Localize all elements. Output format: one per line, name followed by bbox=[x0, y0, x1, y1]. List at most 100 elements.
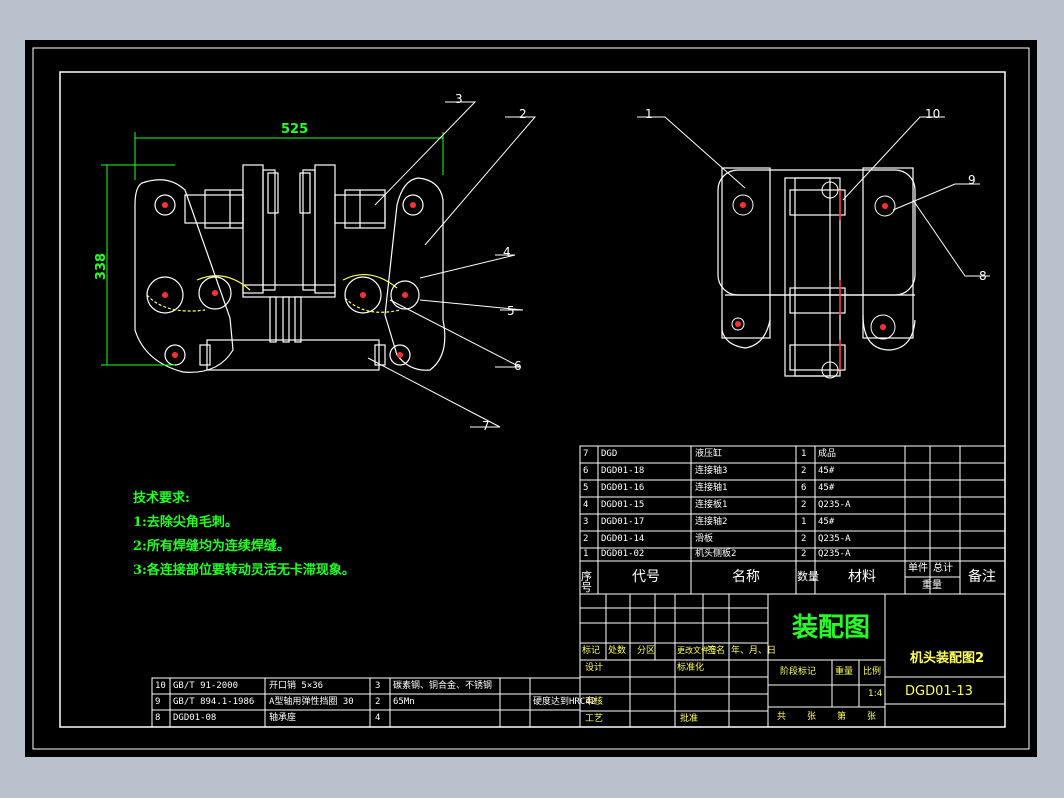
bom-qty: 2 bbox=[801, 466, 807, 476]
bom-qty: 2 bbox=[801, 500, 807, 510]
bom-no: 1 bbox=[583, 549, 589, 559]
label-sheet-unit-2: 张 bbox=[867, 712, 877, 722]
bom-name: 连接轴1 bbox=[695, 483, 728, 493]
rev-label-date: 年、月、日 bbox=[731, 646, 777, 656]
balloon-1: 1 bbox=[645, 107, 653, 121]
lower-bom-code: GB/T 91-2000 bbox=[173, 681, 239, 691]
lower-bom-no: 10 bbox=[155, 681, 166, 691]
rev-label-count: 处数 bbox=[608, 646, 627, 656]
right-view bbox=[717, 167, 916, 377]
bom-material: 45# bbox=[818, 483, 835, 493]
bom-header-qty: 数量 bbox=[797, 570, 819, 583]
lower-bom-code: DGD01-08 bbox=[173, 713, 217, 723]
bom-name: 机头侧板2 bbox=[695, 549, 737, 559]
bom-no: 7 bbox=[583, 449, 589, 459]
lower-bom-code: GB/T 894.1-1986 bbox=[173, 697, 255, 707]
bom-material: Q235-A bbox=[818, 549, 851, 559]
label-approve: 批准 bbox=[680, 714, 699, 724]
bom-no: 4 bbox=[583, 500, 589, 510]
dimension-height: 338 bbox=[94, 252, 110, 281]
balloon-3: 3 bbox=[455, 92, 463, 106]
bom-no: 2 bbox=[583, 534, 589, 544]
bom-header-material: 材料 bbox=[848, 569, 876, 585]
pin-centers-right bbox=[735, 202, 888, 330]
lower-bom-name: 轴承座 bbox=[269, 713, 297, 723]
bom-material: 45# bbox=[818, 517, 835, 527]
bom-qty: 6 bbox=[801, 483, 807, 493]
label-review: 审核 bbox=[585, 697, 604, 707]
bom-header-name: 名称 bbox=[732, 569, 760, 585]
cad-drawing bbox=[32, 47, 1030, 750]
bom-name: 连接板1 bbox=[695, 500, 728, 510]
bom-header-no: 序号 bbox=[581, 570, 592, 594]
label-sheet-unit-1: 张 bbox=[807, 712, 817, 722]
lower-bom-name: A型轴用弹性挡圈 30 bbox=[269, 697, 354, 707]
rev-label-sign: 签名 bbox=[707, 646, 726, 656]
rev-label-zone: 分区 bbox=[637, 646, 656, 656]
balloon-10: 10 bbox=[925, 107, 941, 121]
tech-requirement-1: 1:去除尖角毛刺。 bbox=[133, 515, 238, 530]
bom-qty: 1 bbox=[801, 449, 807, 459]
label-sheet-total: 共 bbox=[777, 712, 787, 722]
tech-requirement-3: 3:各连接部位要转动灵活无卡滞现象。 bbox=[133, 563, 355, 578]
label-design: 设计 bbox=[585, 663, 604, 673]
lower-bom-grid bbox=[151, 677, 581, 728]
balloon-6: 6 bbox=[514, 359, 522, 373]
balloon-4: 4 bbox=[503, 245, 511, 259]
drawing-code: DGD01-13 bbox=[905, 684, 973, 699]
bom-code: DGD01-14 bbox=[601, 534, 645, 544]
leader-lines-right bbox=[637, 116, 990, 277]
balloon-8: 8 bbox=[979, 269, 987, 283]
drawing-sheet: 525 338 3 2 4 5 6 7 1 10 9 8 技术要求: 1:去除尖… bbox=[25, 40, 1037, 757]
bom-qty: 1 bbox=[801, 517, 807, 527]
bom-code: DGD01-18 bbox=[601, 466, 645, 476]
bom-material: 45# bbox=[818, 466, 835, 476]
label-standard: 标准化 bbox=[677, 663, 705, 673]
lower-bom-no: 8 bbox=[155, 713, 161, 723]
bom-code: DGD01-02 bbox=[601, 549, 645, 559]
bom-no: 5 bbox=[583, 483, 589, 493]
rev-label-mark: 标记 bbox=[582, 646, 601, 656]
bom-code: DGD01-17 bbox=[601, 517, 645, 527]
label-ratio: 比例 bbox=[863, 667, 882, 677]
bom-code: DGD01-16 bbox=[601, 483, 645, 493]
label-stage: 阶段标记 bbox=[780, 667, 817, 677]
bom-material: Q235-A bbox=[818, 534, 851, 544]
lower-bom-qty: 2 bbox=[375, 697, 381, 707]
right-view-holes bbox=[731, 181, 896, 379]
bom-header-total: 总计 bbox=[933, 563, 953, 574]
dimension-width: 525 bbox=[281, 122, 309, 137]
rev-label-file: 更改文件号 bbox=[677, 646, 717, 655]
bom-name: 液压缸 bbox=[695, 449, 723, 459]
balloon-9: 9 bbox=[968, 173, 976, 187]
balloon-7: 7 bbox=[482, 419, 490, 433]
balloon-5: 5 bbox=[507, 304, 515, 318]
lower-bom-qty: 3 bbox=[375, 681, 381, 691]
bom-table-grid bbox=[579, 445, 1006, 595]
bom-material: 成品 bbox=[818, 449, 837, 459]
bom-material: Q235-A bbox=[818, 500, 851, 510]
bom-header-single: 单件 bbox=[908, 563, 928, 574]
bom-name: 连接轴2 bbox=[695, 517, 728, 527]
bom-header-remark: 备注 bbox=[968, 569, 996, 585]
bom-header-code: 代号 bbox=[632, 569, 660, 585]
tech-requirements-title: 技术要求: bbox=[133, 491, 190, 506]
bom-qty: 2 bbox=[801, 549, 807, 559]
lower-bom-no: 9 bbox=[155, 697, 161, 707]
leader-lines-left bbox=[367, 101, 537, 428]
label-sheet-no: 第 bbox=[837, 712, 847, 722]
bom-qty: 2 bbox=[801, 534, 807, 544]
label-process: 工艺 bbox=[585, 714, 604, 724]
bom-no: 6 bbox=[583, 466, 589, 476]
bom-header-weight: 重量 bbox=[922, 580, 942, 591]
drawing-title: 机头装配图2 bbox=[910, 651, 985, 666]
balloon-2: 2 bbox=[519, 107, 527, 121]
label-weight: 重量 bbox=[835, 667, 854, 677]
lower-bom-name: 开口销 5×36 bbox=[269, 681, 324, 691]
pin-centers-left bbox=[162, 202, 416, 358]
lower-bom-qty: 4 bbox=[375, 713, 381, 723]
bom-code: DGD bbox=[601, 449, 618, 459]
bom-no: 3 bbox=[583, 517, 589, 527]
scale-value: 1:4 bbox=[868, 689, 883, 699]
tech-requirement-2: 2:所有焊缝均为连续焊缝。 bbox=[133, 539, 290, 554]
